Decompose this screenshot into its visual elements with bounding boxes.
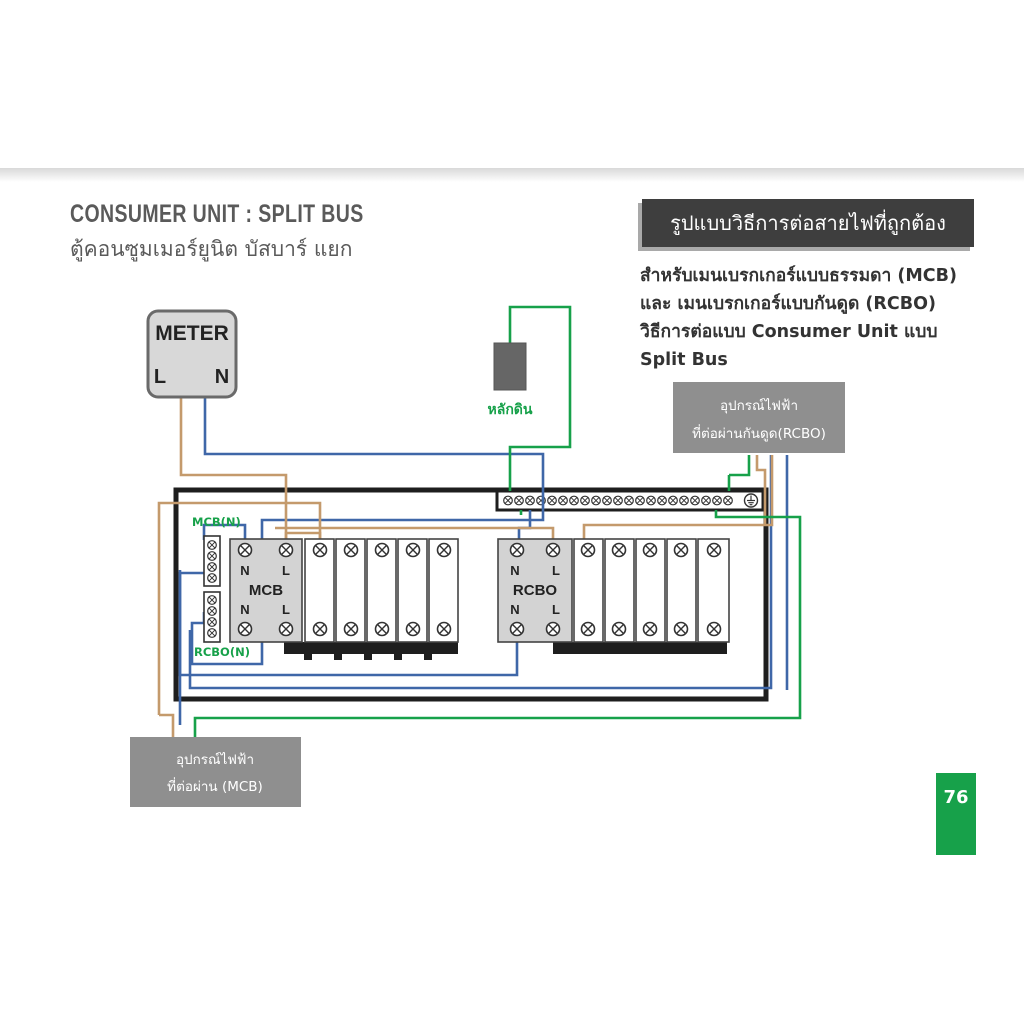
din-rail-mcb-bar bbox=[284, 642, 458, 654]
rcbo-load-earth-wire bbox=[729, 455, 751, 477]
ground-bar-screws bbox=[503, 495, 733, 506]
heading-banner: รูปแบบวิธีการต่อสายไฟที่ถูกต้อง bbox=[642, 199, 974, 247]
meter-neutral-label: N bbox=[215, 366, 229, 388]
rcbo-load-live-wire bbox=[582, 455, 774, 548]
description-line: Split Bus bbox=[640, 350, 728, 370]
mcb-neutral-wire bbox=[202, 523, 247, 540]
ground-rod bbox=[493, 342, 527, 391]
rcbo-load-line2: ที่ต่อผ่านกันดูด(RCBO) bbox=[692, 424, 826, 442]
meter-neutral-wire bbox=[203, 397, 545, 540]
page-title: CONSUMER UNIT : SPLIT BUS bbox=[70, 200, 364, 228]
rcbo-neutral-block bbox=[203, 591, 221, 643]
rcbo-load-box bbox=[673, 382, 845, 453]
rcbo-load-line1: อุปกรณ์ไฟฟ้า bbox=[720, 397, 798, 414]
mcb-l-top: L bbox=[282, 563, 290, 578]
mcb-n-bottom: N bbox=[240, 602, 249, 617]
mcb-name: MCB bbox=[249, 582, 283, 599]
rcbo-load-neutral-wire bbox=[188, 455, 773, 690]
rcbo-name: RCBO bbox=[513, 582, 557, 599]
top-band bbox=[0, 168, 1024, 182]
rcbo-load-live-wire-2 bbox=[755, 455, 767, 525]
mcb-load-line2: ที่ต่อผ่าน (MCB) bbox=[167, 777, 263, 795]
description: สำหรับเมนเบรกเกอร์แบบธรรมดา (MCB) และ เม… bbox=[640, 262, 980, 374]
mcb-load-live-drop bbox=[159, 713, 175, 737]
rcbo-l-top: L bbox=[552, 563, 560, 578]
mcb-load-line1: อุปกรณ์ไฟฟ้า bbox=[176, 751, 254, 768]
earth-icon bbox=[743, 493, 759, 508]
mcb-load-box bbox=[130, 737, 301, 807]
meter-label: METER bbox=[155, 322, 229, 345]
page-number: 76 bbox=[936, 773, 976, 855]
meter-live-label: L bbox=[154, 366, 166, 388]
mcb-l-bottom: L bbox=[282, 602, 290, 617]
ground-rod-label: หลักดิน bbox=[488, 402, 533, 418]
consumer-unit-enclosure bbox=[173, 487, 769, 702]
meter-live-wire bbox=[179, 397, 288, 540]
rcbo-main-breaker bbox=[497, 538, 573, 643]
rcbo-l-bottom: L bbox=[552, 602, 560, 617]
rcbo-live-feed-wire bbox=[275, 526, 555, 540]
rcbo-branch-breakers bbox=[573, 538, 730, 643]
description-line: สำหรับเมนเบรกเกอร์แบบธรรมดา (MCB) bbox=[640, 266, 957, 286]
rcbo-n-bottom: N bbox=[510, 602, 519, 617]
mcb-load-earth-wire bbox=[193, 510, 802, 737]
description-line: และ เมนเบรกเกอร์แบบกันดูด (RCBO) bbox=[640, 294, 936, 314]
rcbo-neutral-label: RCBO(N) bbox=[194, 645, 250, 659]
din-rail-rcbo-bar bbox=[553, 642, 727, 654]
mcb-neutral-block bbox=[203, 535, 221, 587]
mcb-branch-breakers bbox=[304, 538, 459, 643]
page-subtitle: ตู้คอนซูมเมอร์ยูนิต บัสบาร์ แยก bbox=[70, 237, 353, 261]
description-line: วิธีการต่อแบบ Consumer Unit แบบ bbox=[640, 322, 938, 342]
meter-box bbox=[146, 309, 238, 399]
ground-rod-wire bbox=[508, 305, 572, 491]
mcb-n-top: N bbox=[240, 563, 249, 578]
mcb-load-live-wire bbox=[157, 501, 322, 715]
mcb-neutral-label: MCB(N) bbox=[192, 515, 241, 529]
rcbo-n-top: N bbox=[510, 563, 519, 578]
